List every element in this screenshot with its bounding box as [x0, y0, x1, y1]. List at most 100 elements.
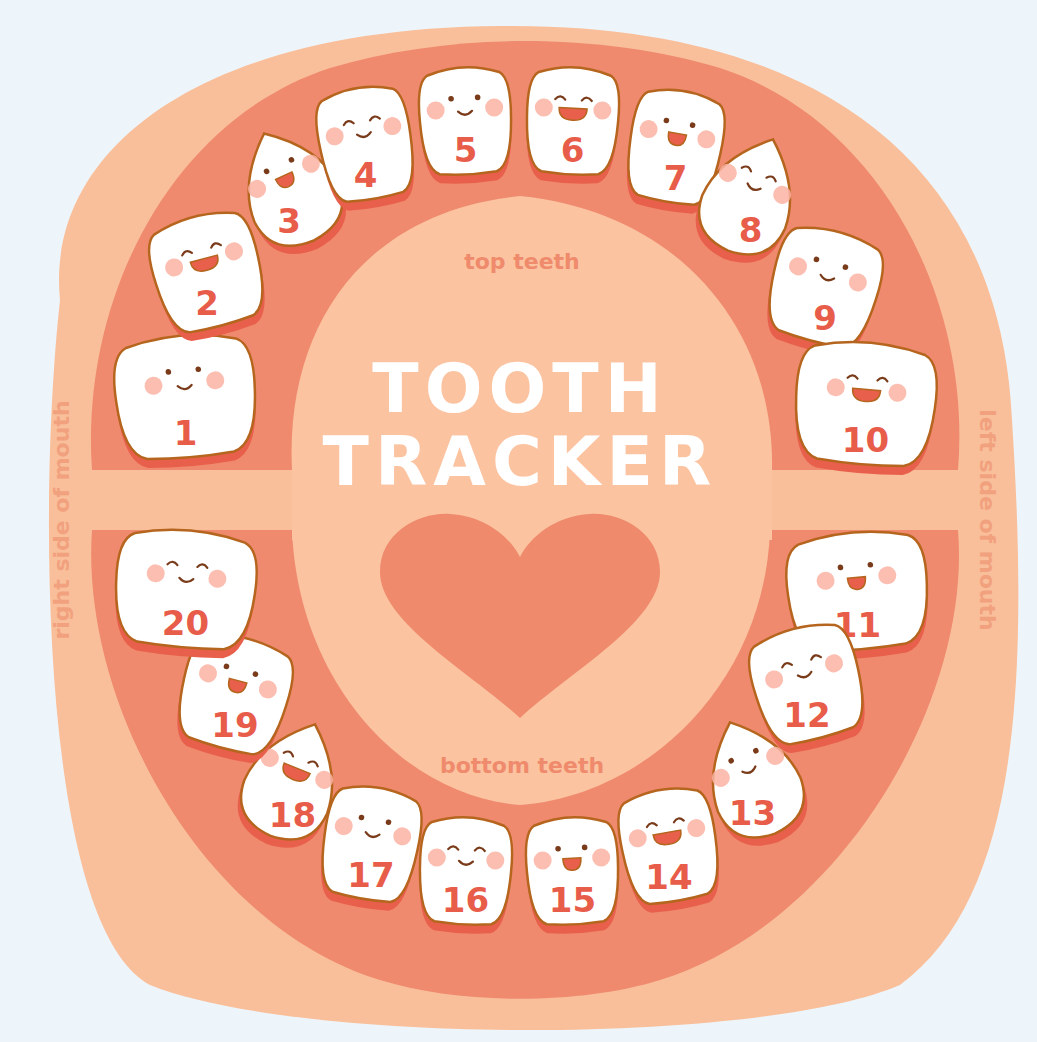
tooth-eye: [252, 671, 259, 678]
tooth-cheek: [770, 183, 793, 206]
tooth-eye: [663, 117, 669, 123]
tooth-cheek: [696, 129, 717, 150]
tooth-face: [143, 364, 225, 395]
tooth-eye: [752, 747, 759, 754]
tooth: 10: [793, 340, 938, 465]
tooth-cheek: [163, 256, 185, 278]
tooth-cheek: [382, 116, 403, 137]
tooth-mouth: [653, 830, 683, 847]
tooth-cheek: [144, 376, 164, 396]
tooth-eye: [742, 165, 752, 172]
tooth-cheek: [486, 851, 505, 870]
tooth-face: [333, 810, 413, 846]
tooth-body: [111, 330, 261, 464]
tooth-mouth: [559, 107, 588, 120]
tooth-cheek: [333, 816, 354, 837]
tooth-eye: [837, 564, 843, 570]
tooth-eye: [288, 156, 295, 163]
tooth: 12: [752, 625, 862, 740]
tooth-face: [707, 739, 787, 790]
region-label: top teeth: [464, 251, 580, 273]
tooth-number: 14: [620, 860, 718, 894]
tooth-number: 10: [793, 423, 938, 457]
tooth: 13: [705, 718, 800, 838]
tooth-cheek: [426, 101, 445, 120]
tooth-cheek: [826, 378, 846, 398]
tooth-mouth: [459, 861, 473, 865]
tooth-cheek: [627, 828, 648, 849]
tooth-eye: [555, 846, 561, 852]
tooth-mouth: [357, 132, 371, 138]
tooth-eye: [448, 846, 458, 850]
heart: [380, 514, 660, 718]
tooth-cheek: [787, 255, 809, 277]
tooth-eye: [167, 561, 177, 565]
tooth-eye: [210, 242, 220, 247]
tooth: 15: [525, 815, 620, 925]
tooth-eye: [475, 847, 485, 851]
tooth-eye: [842, 264, 849, 271]
tooth-body: [759, 218, 891, 354]
tooth-face: [427, 845, 505, 870]
tooth-mouth: [742, 766, 756, 774]
tooth-cheek: [197, 662, 219, 684]
tooth-body: [141, 203, 273, 339]
tooth-cheek: [324, 126, 345, 147]
tooth-mouth: [820, 275, 834, 282]
tooth-number: 17: [322, 858, 420, 892]
tooth-number: 13: [705, 796, 800, 830]
tooth-mouth: [190, 255, 220, 274]
tooth-cheek: [146, 564, 166, 584]
tooth-face: [324, 112, 403, 146]
title: TOOTH TRACKER: [300, 352, 740, 499]
tooth-mouth: [365, 832, 379, 838]
tooth-eye: [197, 564, 207, 568]
tooth-eye: [181, 250, 191, 255]
tooth-eye: [867, 562, 873, 568]
tooth-cheek: [816, 571, 836, 591]
tooth-eye: [555, 96, 565, 100]
tooth-mouth: [667, 132, 687, 147]
tooth-eye: [223, 663, 230, 670]
tooth-cheek: [847, 271, 869, 293]
tooth: 4: [318, 85, 413, 200]
tooth-body: [741, 615, 873, 751]
tooth-cheek: [299, 152, 323, 176]
tooth-mouth: [852, 388, 881, 402]
tooth-cheek: [257, 678, 279, 700]
tooth-cheek: [593, 101, 612, 120]
tooth-face: [196, 657, 280, 702]
tooth-body: [790, 337, 940, 471]
tooth-face: [146, 560, 228, 589]
tooth-eye: [475, 94, 481, 100]
tooth-cheek: [716, 161, 739, 184]
tooth-eye: [673, 818, 683, 823]
tooth-cheek: [823, 652, 845, 674]
region-label: right side of mouth: [51, 400, 73, 639]
tooth-eye: [343, 120, 353, 125]
tooth-mouth: [179, 578, 193, 583]
tooth-mouth: [226, 678, 246, 694]
tooth: 2: [152, 213, 262, 328]
tooth-eye: [689, 122, 695, 128]
tooth-face: [426, 93, 504, 120]
tooth-eye: [263, 168, 270, 175]
tooth: 16: [418, 815, 513, 925]
tooth: 1: [113, 333, 258, 458]
tooth: 8: [703, 135, 798, 255]
tooth-number: 3: [240, 204, 338, 238]
tooth-body: [311, 80, 421, 206]
tooth-face: [243, 147, 324, 203]
tooth-number: 19: [180, 708, 290, 742]
tooth-eye: [370, 116, 380, 121]
tooth-mouth: [847, 577, 866, 591]
face-shape: [49, 26, 1018, 1030]
tooth-face: [638, 113, 718, 152]
tooth-face: [257, 742, 337, 793]
tooth-eye: [728, 757, 735, 764]
tooth-cheek: [888, 383, 908, 403]
tooth-face: [762, 649, 845, 690]
region-label: left side of mouth: [976, 409, 998, 630]
tooth-mouth: [276, 172, 297, 190]
